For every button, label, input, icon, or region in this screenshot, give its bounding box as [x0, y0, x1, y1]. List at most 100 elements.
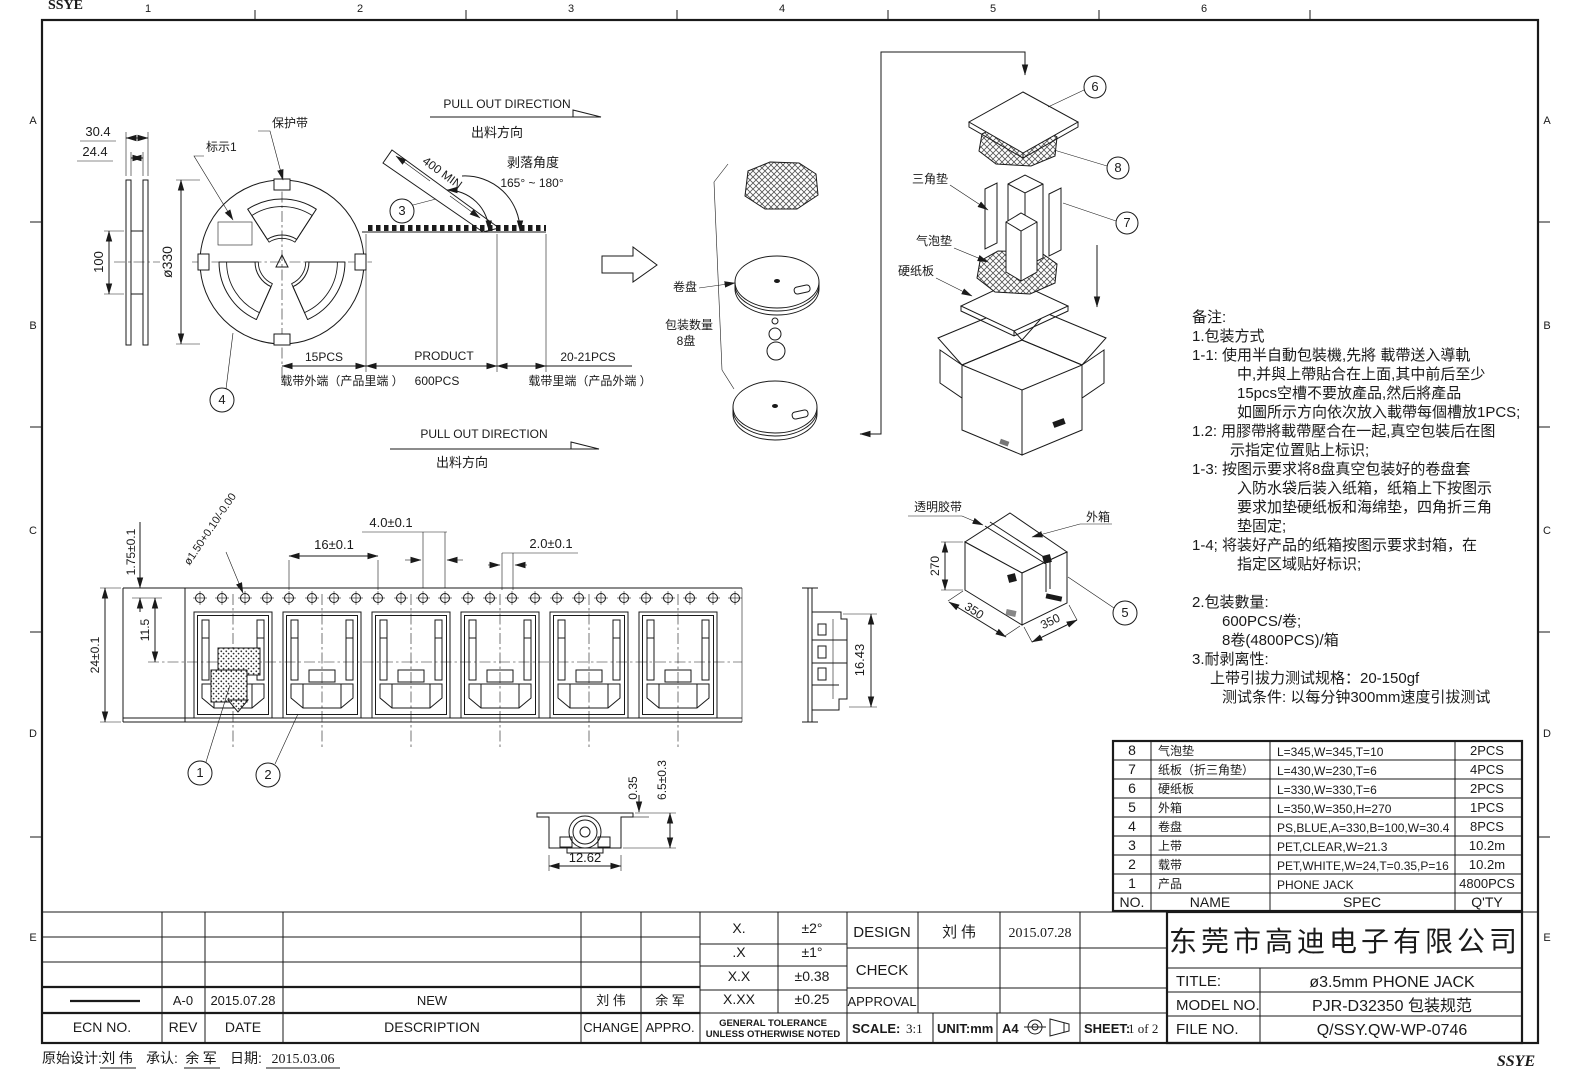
svg-text:±2°: ±2° [801, 920, 822, 936]
zone-letter: E [29, 932, 36, 944]
dim-edge-to-hole: 1.75±0.1 [124, 528, 138, 575]
footer-approve-name: 余 军 [185, 1050, 217, 1067]
carrier-tape-view: 1.75±0.1 11.5 24±0.1 ø1.50+0.10/-0.00 16… [88, 491, 743, 788]
note-line: 如圖所示方向依次放入載帶每個槽放1PCS; [1237, 404, 1520, 421]
note-line: 测试条件: 以每分钟300mm速度引拔测试 [1222, 689, 1490, 706]
label-peel-angle: 剥落角度 [507, 155, 559, 170]
zone-number: 3 [568, 3, 574, 15]
label-clear-tape: 透明胶带 [914, 499, 962, 514]
revision-headers: ECN NO. REV DATE DESCRIPTION CHANGE APPR… [73, 1019, 695, 1035]
note-line: 600PCS/卷; [1222, 613, 1301, 630]
svg-text:NO.: NO. [1120, 894, 1145, 910]
svg-text:SPEC: SPEC [1343, 894, 1381, 910]
svg-text:PS,BLUE,A=330,B=100,W=30.4: PS,BLUE,A=330,B=100,W=30.4 [1277, 821, 1450, 835]
reel-label-patch [217, 221, 253, 246]
label-mark1: 标示1 [206, 140, 237, 154]
svg-text:产品: 产品 [1158, 877, 1182, 891]
file-label: FILE NO. [1176, 1021, 1239, 1038]
svg-text:气泡垫: 气泡垫 [1158, 743, 1194, 758]
design-label: DESIGN [853, 924, 911, 941]
svg-text:X.XX: X.XX [723, 991, 756, 1007]
svg-text:X.X: X.X [728, 968, 751, 984]
footer-approve-label: 承认: [146, 1050, 178, 1066]
note-line: 入防水袋后装入纸箱，纸箱上下按图示 [1237, 480, 1492, 497]
pockets [193, 611, 718, 719]
svg-text:NEW: NEW [417, 993, 448, 1008]
balloon-7 [1115, 211, 1139, 235]
svg-text:硬纸板: 硬纸板 [1158, 782, 1194, 796]
dim-product-width: 12.62 [569, 850, 602, 865]
svg-text:±1°: ±1° [801, 944, 822, 960]
svg-text:ECN NO.: ECN NO. [73, 1019, 131, 1035]
model-label: MODEL NO. [1176, 997, 1260, 1014]
note-line: 上带引拔力测试规格：20-150gf [1210, 670, 1420, 687]
pull-out-direction-bottom: PULL OUT DIRECTION 出料方向 [390, 427, 600, 470]
svg-text:刘 伟: 刘 伟 [596, 993, 626, 1008]
sheet-label: SHEET: [1084, 1021, 1130, 1036]
balloon-6 [1083, 75, 1107, 99]
zone-letter: D [1543, 728, 1551, 740]
note-line: 1-4; 将装好产品的纸箱按图示要求封箱，在 [1192, 537, 1477, 554]
svg-text:10.2m: 10.2m [1469, 838, 1505, 853]
svg-text:PHONE JACK: PHONE JACK [1277, 878, 1354, 892]
note-line: 中,并與上帶貼合在上面,其中前后至少 [1237, 366, 1485, 383]
footer-date-label: 日期: [230, 1050, 262, 1066]
dim-hole-to-center: 11.5 [138, 618, 152, 641]
check-label: CHECK [856, 962, 909, 979]
zone-letter: C [1543, 525, 1551, 537]
svg-text:±0.38: ±0.38 [795, 968, 830, 984]
flow-arrow [601, 246, 658, 283]
sheet-footer: 原始设计: 刘 伟 承认: 余 军 日期: 2015.03.06 SSYE [42, 1050, 1535, 1070]
balloon-8 [1106, 156, 1130, 180]
zone-letters-right: A B C D E [1543, 115, 1551, 944]
scale-label: SCALE: [852, 1021, 900, 1036]
reel-side-view: 30.4 24.4 100 [77, 124, 160, 346]
dim-box-height: 270 [928, 556, 942, 576]
svg-text:Q'TY: Q'TY [1471, 894, 1503, 910]
dim-leader-product-qty: 600PCS [415, 374, 460, 388]
carrier-side-view: 16.43 [802, 587, 877, 723]
file-value: Q/SSY.QW-WP-0746 [1317, 1022, 1468, 1039]
dim-hole-pitch: 4.0±0.1 [369, 515, 412, 530]
svg-text:7: 7 [1128, 761, 1136, 777]
reel-stack: 卷盘 包装数量 8盘 [665, 51, 1029, 441]
zone-letter: A [29, 115, 37, 127]
pocket-centerlines [232, 594, 679, 748]
svg-text:2PCS: 2PCS [1470, 781, 1504, 796]
zone-letter: A [1543, 115, 1551, 127]
label-outer-end: 载带外端（产品里端 ） [280, 374, 403, 388]
value-pack-qty: 8盘 [677, 333, 696, 348]
note-line: 3.耐剥离性: [1192, 651, 1269, 668]
watermark-logo: SSYE [1497, 1053, 1535, 1070]
zone-number: 4 [779, 3, 785, 15]
sheet-frame: SSYE 1 2 3 4 5 6 A B C D E A B C D E [29, 0, 1551, 1045]
balloon-5 [1112, 600, 1138, 626]
balloon-3-label: 3 [398, 203, 405, 218]
pull-out-en: PULL OUT DIRECTION [443, 97, 570, 111]
svg-text:CHANGE: CHANGE [583, 1020, 639, 1035]
approval-block: DESIGN 刘 伟 2015.07.28 CHECK APPROVAL SCA… [847, 912, 1168, 1043]
exploded-packing: 6 8 7 三角垫 气泡垫 硬纸板 [898, 75, 1139, 456]
svg-text:余 军: 余 军 [655, 993, 685, 1008]
label-bubble-pad: 气泡垫 [916, 233, 952, 248]
label-inner-end: 载带里端（产品外端 ） [528, 374, 651, 388]
zone-letters-left: A B C D E [29, 115, 37, 944]
balloon-4-label: 4 [218, 392, 225, 407]
title-block: 东莞市高迪电子有限公司 TITLE: ø3.5mm PHONE JACK MOD… [1165, 910, 1524, 1045]
zone-numbers-top: 1 2 3 4 5 6 [145, 3, 1207, 15]
zone-number: 5 [990, 3, 996, 15]
svg-text:A-0: A-0 [173, 993, 193, 1008]
general-tolerance-1: GENERAL TOLERANCE [719, 1018, 827, 1029]
product-in-pocket [210, 647, 261, 713]
dim-reel-diameter: ø330 [159, 246, 175, 278]
zone-letter: B [1543, 320, 1550, 332]
svg-text:4PCS: 4PCS [1470, 762, 1504, 777]
svg-text:APPRO.: APPRO. [645, 1020, 694, 1035]
label-cardboard: 硬纸板 [898, 264, 934, 278]
zone-ticks [30, 10, 1550, 838]
note-line: 8卷(4800PCS)/箱 [1222, 632, 1339, 649]
label-protect-tape: 保护带 [272, 116, 308, 130]
svg-text:3: 3 [1128, 837, 1136, 853]
